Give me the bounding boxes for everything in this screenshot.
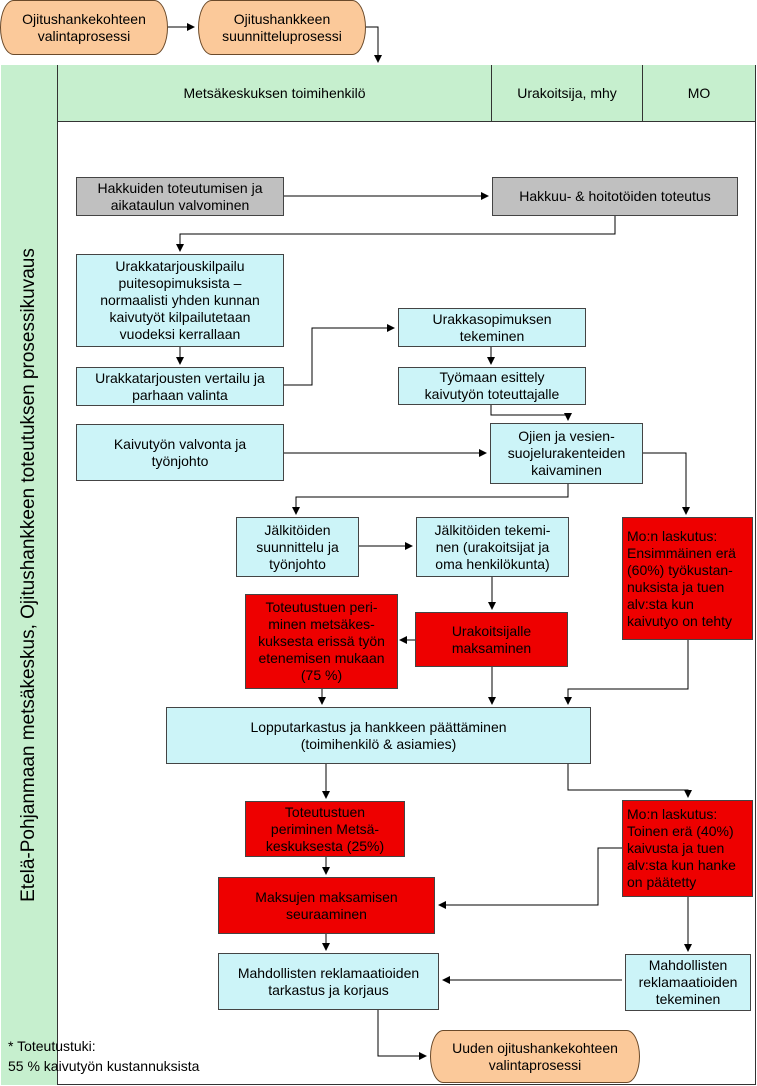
side-bar	[1, 65, 58, 1085]
step-pay-contractor: Urakoitsijalle maksaminen	[415, 612, 568, 667]
step-tender: Urakkatarjouskilpailu puitesopimuksista …	[76, 254, 284, 347]
step-compare: Urakkatarjousten vertailu ja parhaan val…	[76, 367, 284, 406]
step-followup-work: Jälkitöiden tekemi- nen (urakoitsijat ja…	[416, 517, 569, 577]
step-site-intro: Työmaan esittely kaivutyön toteuttajalle	[398, 367, 586, 405]
step-mo-billing-1: Mo:n laskutus: Ensimmäinen erä (60%) työ…	[622, 517, 753, 640]
lane-mo: MO	[643, 65, 756, 122]
lane-staff: Metsäkeskuksen toimihenkilö	[58, 65, 492, 122]
step-complaints-make: Mahdollisten reklamaatioiden tekeminen	[625, 954, 751, 1011]
footnote: * Toteutustuki: 55 % kaivutyön kustannuk…	[8, 1038, 200, 1074]
step-final-inspection: Lopputarkastus ja hankkeen päättäminen (…	[166, 707, 591, 764]
step-payment-tracking: Maksujen maksamisen seuraaminen	[218, 877, 435, 934]
lane-contractor: Urakoitsija, mhy	[492, 65, 643, 122]
step-monitoring: Hakkuiden toteutumisen ja aikataulun val…	[76, 177, 284, 216]
process-planning: Ojitushankkeen suunnitteluprosessi	[198, 0, 366, 55]
step-digging: Ojien ja vesien- suojelurakenteiden kaiv…	[490, 423, 643, 484]
step-subsidy-collect-2: Toteutustuen periminen Metsä- keskuksest…	[245, 801, 405, 857]
process-next: Uuden ojitushankekohteen valintaprosessi	[430, 1030, 640, 1083]
step-contract: Urakkasopimuksen tekeminen	[398, 308, 586, 347]
step-subsidy-collect-1: Toteutustuen peri- minen metsäkes- kukse…	[245, 594, 398, 689]
step-harvest: Hakkuu- & hoitotöiden toteutus	[492, 177, 738, 216]
process-selection: Ojitushankekohteen valintaprosessi	[0, 0, 168, 55]
step-supervision: Kaivutyön valvonta ja työnjohto	[76, 424, 284, 481]
step-complaints-check: Mahdollisten reklamaatioiden tarkastus j…	[218, 953, 439, 1010]
step-mo-billing-2: Mo:n laskutus: Toinen erä (40%) kaivusta…	[622, 800, 753, 897]
step-followup-plan: Jälkitöiden suunnittelu ja työnjohto	[236, 517, 359, 577]
